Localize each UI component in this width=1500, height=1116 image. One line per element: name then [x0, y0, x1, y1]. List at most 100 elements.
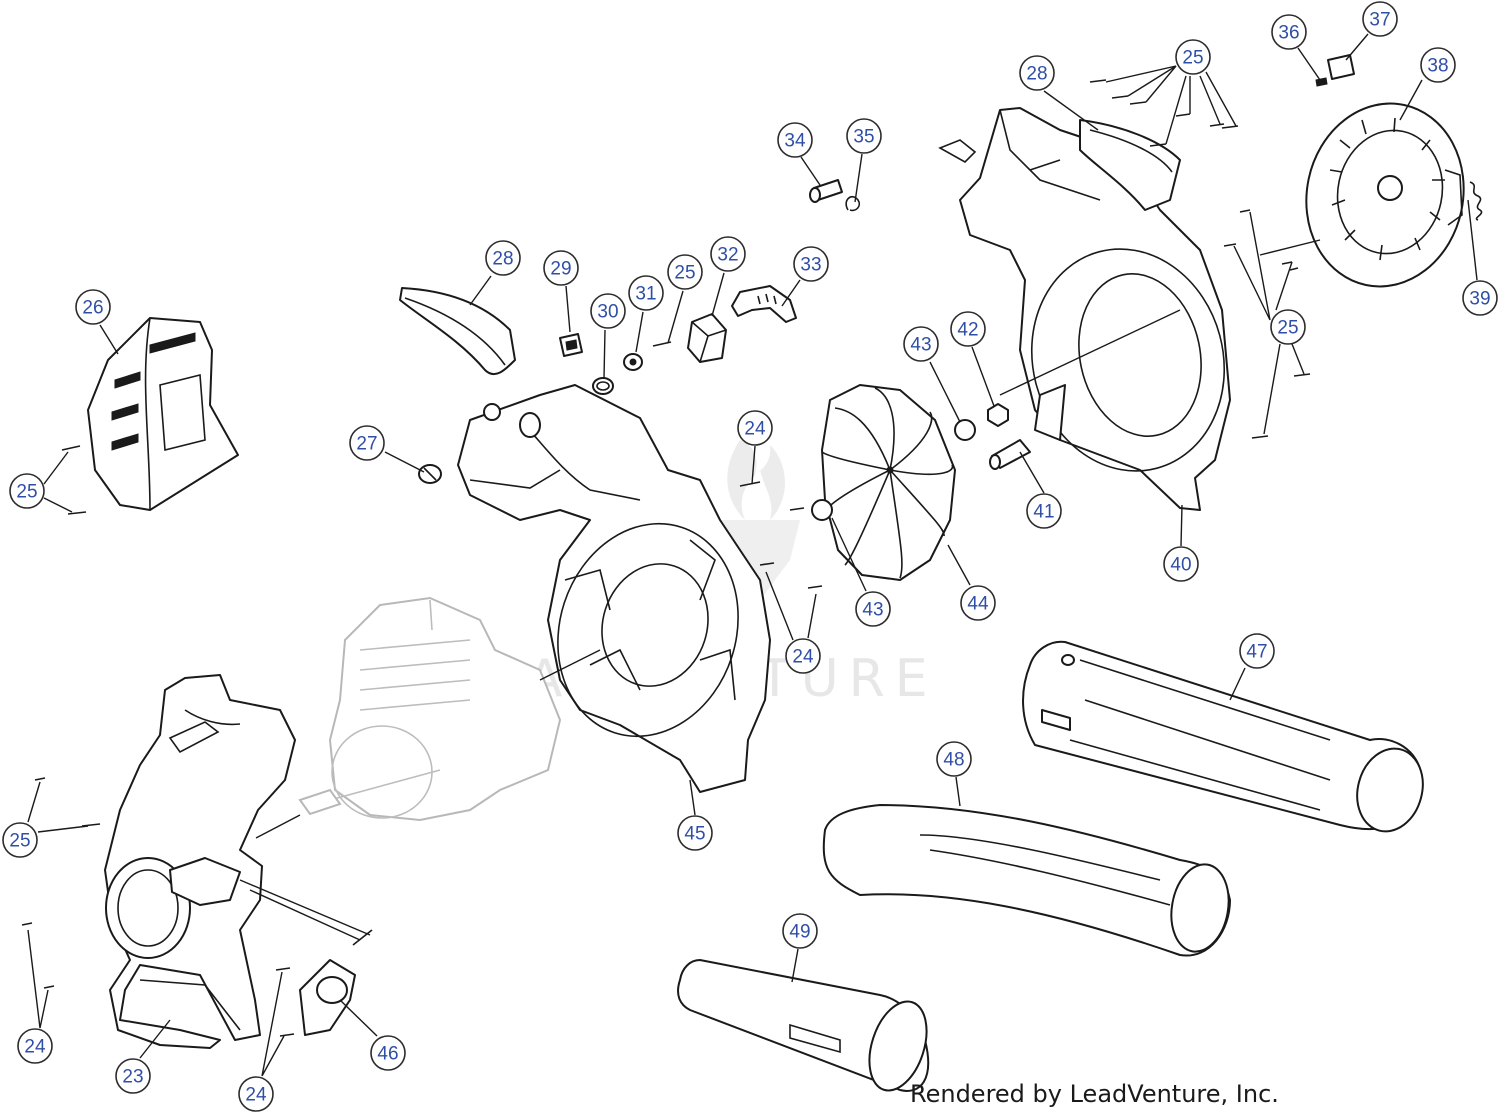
part-42-nut — [987, 403, 1009, 427]
callout-label: 25 — [1277, 318, 1298, 339]
callout-circle — [1026, 493, 1062, 529]
callout-24: 24 — [737, 410, 773, 446]
callout-circle — [785, 638, 821, 674]
part-34-pin — [809, 179, 843, 203]
callout-49: 49 — [782, 913, 818, 949]
callout-label: 43 — [910, 335, 931, 356]
callout-24: 24 — [785, 638, 821, 674]
callout-25: 25 — [1270, 309, 1306, 345]
callout-32: 32 — [710, 236, 746, 272]
callout-circle — [782, 913, 818, 949]
callout-label: 35 — [853, 127, 874, 148]
callout-label: 24 — [792, 647, 814, 668]
callout-circle — [370, 1035, 406, 1071]
callout-label: 27 — [356, 434, 377, 455]
callout-circle — [238, 1076, 274, 1112]
part-28-grip — [399, 287, 516, 376]
callout-label: 24 — [24, 1037, 46, 1058]
screws — [21, 79, 1311, 1037]
part-40-blower-cover — [938, 107, 1231, 511]
callout-label: 37 — [1369, 10, 1390, 31]
part-31-bushing — [623, 353, 643, 371]
callout-circle — [677, 815, 713, 851]
part-27-knob — [418, 464, 442, 484]
callout-circle — [1270, 309, 1306, 345]
callout-27: 27 — [349, 425, 385, 461]
callout-circle — [1239, 633, 1275, 669]
callout-label: 33 — [800, 255, 821, 276]
part-48-curved-tube — [822, 804, 1231, 957]
callout-23: 23 — [115, 1058, 151, 1094]
callout-circle — [960, 585, 996, 621]
callout-circle — [777, 122, 813, 158]
callout-48: 48 — [936, 741, 972, 777]
part-28-grip-right — [1079, 119, 1181, 211]
callout-36: 36 — [1271, 14, 1307, 50]
callout-label: 30 — [597, 302, 618, 323]
engine-ghost — [298, 596, 562, 822]
callout-30: 30 — [590, 293, 626, 329]
callout-43: 43 — [855, 591, 891, 627]
callout-circle — [936, 741, 972, 777]
callout-circle — [2, 822, 38, 858]
callout-43: 43 — [903, 326, 939, 362]
callout-circle — [590, 293, 626, 329]
part-47-tube — [1022, 640, 1424, 833]
callout-label: 40 — [1170, 555, 1191, 576]
callout-45: 45 — [677, 815, 713, 851]
callout-label: 24 — [744, 419, 766, 440]
callout-24: 24 — [17, 1028, 53, 1064]
callout-circle — [485, 240, 521, 276]
callout-circle — [1163, 546, 1199, 582]
callout-circle — [903, 326, 939, 362]
callout-label: 47 — [1246, 642, 1267, 663]
callout-28: 28 — [1019, 55, 1055, 91]
callout-33: 33 — [793, 246, 829, 282]
callout-label: 38 — [1427, 56, 1448, 77]
callout-39: 39 — [1462, 280, 1498, 316]
leader-lines — [27, 33, 1478, 1077]
part-43-washer-upper — [954, 419, 976, 441]
part-41-spacer — [989, 439, 1031, 470]
callout-label: 25 — [9, 831, 30, 852]
callout-circle — [1271, 14, 1307, 50]
part-44-fan-impeller — [821, 384, 956, 581]
callout-circle — [950, 311, 986, 347]
callout-label: 31 — [635, 284, 656, 305]
callout-28: 28 — [485, 240, 521, 276]
callout-circle — [75, 289, 111, 325]
callout-label: 25 — [16, 482, 37, 503]
part-37-plate — [1327, 54, 1355, 80]
callout-circle — [115, 1058, 151, 1094]
callout-circle — [1019, 55, 1055, 91]
rendered-by-credit: Rendered by LeadVenture, Inc. — [910, 1080, 1279, 1108]
callout-24: 24 — [238, 1076, 274, 1112]
part-45-blower-housing — [457, 384, 771, 793]
callout-circle — [710, 236, 746, 272]
callout-label: 42 — [957, 320, 978, 341]
part-30-oring — [592, 377, 614, 395]
callout-25: 25 — [9, 473, 45, 509]
callout-47: 47 — [1239, 633, 1275, 669]
callout-circle — [628, 275, 664, 311]
callout-44: 44 — [960, 585, 996, 621]
callout-label: 34 — [784, 131, 806, 152]
callout-circle — [543, 250, 579, 286]
callout-29: 29 — [543, 250, 579, 286]
part-23-rear-handle — [104, 674, 296, 1049]
callout-label: 28 — [492, 249, 513, 270]
callout-circle — [855, 591, 891, 627]
callout-circle — [1420, 47, 1456, 83]
part-32-block — [687, 313, 727, 363]
callout-circle — [349, 425, 385, 461]
part-35-clip — [845, 195, 861, 212]
callout-31: 31 — [628, 275, 664, 311]
callout-34: 34 — [777, 122, 813, 158]
part-29-switch — [559, 333, 583, 357]
callout-26: 26 — [75, 289, 111, 325]
callout-label: 36 — [1278, 23, 1299, 44]
callout-circle — [737, 410, 773, 446]
callout-label: 46 — [377, 1044, 398, 1065]
